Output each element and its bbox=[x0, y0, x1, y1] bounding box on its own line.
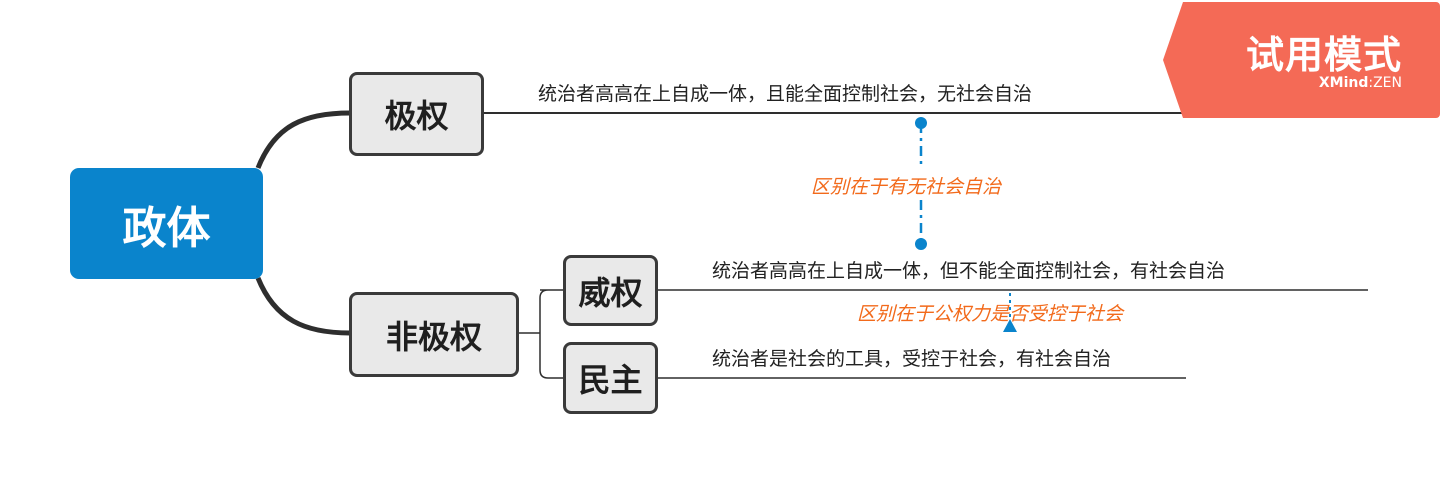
node-non-totalitarian-label: 非极权 bbox=[385, 317, 482, 356]
node-authoritarian[interactable]: 威权 bbox=[563, 255, 658, 326]
connector-root-to-totalitarian bbox=[255, 110, 351, 169]
relationship-endpoint-bottom bbox=[915, 238, 927, 250]
connector-root-to-non-totalitarian bbox=[255, 277, 351, 336]
root-label: 政体 bbox=[122, 202, 211, 254]
description-authoritarian: 统治者高高在上自成一体，但不能全面控制社会，有社会自治 bbox=[712, 260, 1226, 282]
node-democracy-label: 民主 bbox=[578, 361, 643, 399]
node-totalitarian-label: 极权 bbox=[384, 97, 449, 135]
description-totalitarian: 统治者高高在上自成一体，且能全面控制社会，无社会自治 bbox=[538, 83, 1033, 105]
description-democracy: 统治者是社会的工具，受控于社会，有社会自治 bbox=[712, 348, 1112, 370]
brand-logo-edition: ZEN bbox=[1373, 75, 1402, 91]
connector-non-totalitarian-bracket bbox=[518, 289, 564, 379]
node-authoritarian-label: 威权 bbox=[578, 273, 643, 312]
relationship-label-2[interactable]: 区别在于公权力是否受控于社会 bbox=[857, 303, 1124, 325]
relationship-arrowhead bbox=[1003, 319, 1017, 332]
root-node[interactable]: 政体 bbox=[70, 168, 263, 279]
node-democracy[interactable]: 民主 bbox=[563, 342, 658, 414]
relationship-label-1[interactable]: 区别在于有无社会自治 bbox=[811, 176, 1002, 198]
brand-logo-separator: : bbox=[1368, 75, 1374, 91]
trial-mode-ribbon: 试用模式 XMind:ZEN bbox=[1163, 2, 1440, 118]
node-totalitarian[interactable]: 极权 bbox=[349, 72, 484, 156]
node-non-totalitarian[interactable]: 非极权 bbox=[349, 292, 519, 377]
brand-logo-name: XMind bbox=[1318, 75, 1369, 91]
brand-logo: XMind:ZEN bbox=[1319, 75, 1402, 91]
trial-mode-title: 试用模式 bbox=[1245, 33, 1402, 77]
